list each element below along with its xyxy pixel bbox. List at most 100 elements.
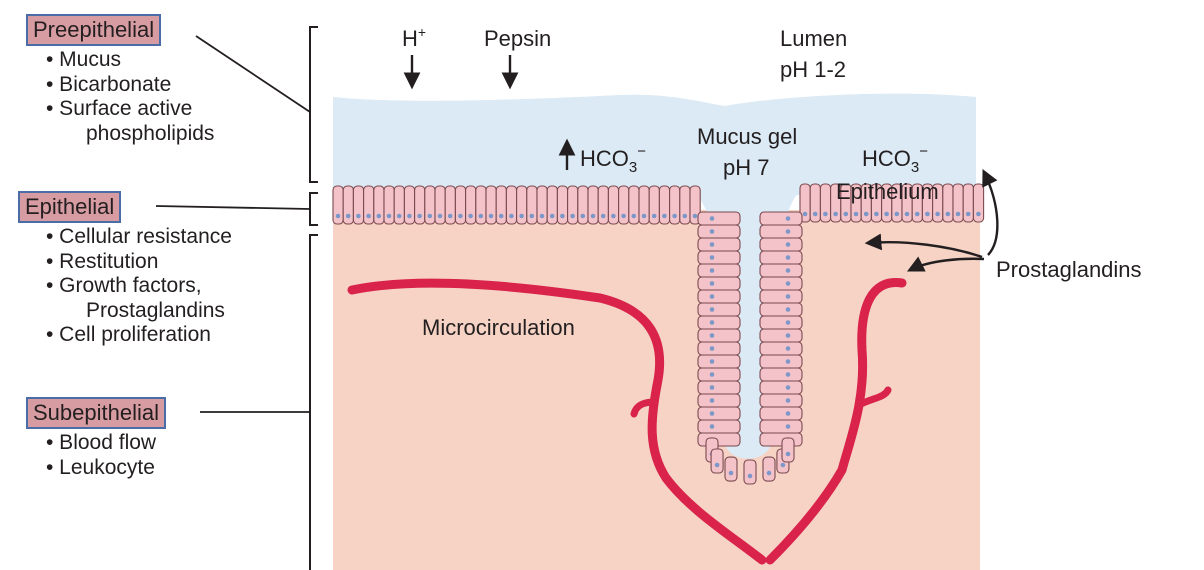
epithelial-cell (810, 184, 820, 222)
epithelial-cell (649, 186, 659, 224)
cell-nucleus (976, 212, 981, 217)
epithelial-cell (670, 186, 680, 224)
cell-nucleus (786, 320, 791, 325)
epithelial-cell (698, 264, 740, 277)
epithelial-cell (760, 277, 802, 290)
epithelial-cell (486, 186, 496, 224)
subepithelial-item-blood-flow: • Blood flow (46, 431, 156, 456)
epithelial-cell (760, 329, 802, 342)
epithelial-cell (698, 329, 740, 342)
cell-nucleus (786, 294, 791, 299)
pepsin-label: Pepsin (484, 26, 551, 51)
epithelial-cell (425, 186, 435, 224)
cell-nucleus (786, 333, 791, 338)
cell-nucleus (864, 212, 869, 217)
subepithelial-label: Subepithelial (26, 397, 166, 429)
epithelial-cell (415, 186, 425, 224)
subepithelial-item-leukocyte: • Leukocyte (46, 456, 156, 481)
epithelial-cell (760, 212, 802, 225)
subepithelial-list: • Blood flow • Leukocyte (46, 431, 156, 480)
epithelial-cell (588, 186, 598, 224)
cell-nucleus (428, 214, 433, 219)
microcirculation-label: Microcirculation (422, 315, 575, 340)
cell-nucleus (710, 320, 715, 325)
cell-nucleus (710, 359, 715, 364)
cell-nucleus (813, 212, 818, 217)
cell-nucleus (710, 385, 715, 390)
cell-nucleus (786, 216, 791, 221)
epithelial-cell (760, 394, 802, 407)
epithelial-cell (760, 420, 802, 433)
epithelial-cell (557, 186, 567, 224)
cell-nucleus (570, 214, 575, 219)
epithelial-cell (760, 433, 802, 446)
epithelial-cell (608, 186, 618, 224)
cell-nucleus (672, 214, 677, 219)
epithelial-cell (629, 186, 639, 224)
cell-nucleus (786, 281, 791, 286)
epithelial-cell (820, 184, 830, 222)
cell-nucleus (693, 214, 698, 219)
epithelial-cell (547, 186, 557, 224)
cell-nucleus (786, 372, 791, 377)
cell-nucleus (448, 214, 453, 219)
epithelial-cell (384, 186, 394, 224)
cell-nucleus (946, 212, 951, 217)
epithelial-cell (943, 184, 953, 222)
cell-nucleus (519, 214, 524, 219)
epithelial-cell (760, 251, 802, 264)
h-plus-label: H+ (402, 24, 426, 51)
epithelial-cell (763, 457, 775, 481)
epithelial-cell (404, 186, 414, 224)
cell-nucleus (786, 398, 791, 403)
cell-nucleus (710, 424, 715, 429)
preepithelial-item-bicarbonate: • Bicarbonate (46, 73, 214, 98)
cell-nucleus (715, 463, 720, 468)
epithelial-cell (445, 186, 455, 224)
epithelium-label: Epithelium (836, 179, 939, 204)
cell-nucleus (611, 214, 616, 219)
cell-nucleus (468, 214, 473, 219)
cell-nucleus (884, 212, 889, 217)
epithelial-cell (537, 186, 547, 224)
epithelial-cell (364, 186, 374, 224)
epithelial-cell (698, 225, 740, 238)
epithelial-cell (506, 186, 516, 224)
cell-nucleus (786, 229, 791, 234)
epithelial-cell (698, 251, 740, 264)
cell-nucleus (377, 214, 382, 219)
cell-nucleus (489, 214, 494, 219)
epithelial-cell (639, 186, 649, 224)
epithelial-cell (953, 184, 963, 222)
epithelial-cell (698, 290, 740, 303)
epithelial-cell (568, 186, 578, 224)
cell-nucleus (710, 398, 715, 403)
layer-brackets (310, 27, 318, 570)
epithelial-cell (711, 449, 723, 473)
cell-nucleus (581, 214, 586, 219)
epithelial-cell (698, 394, 740, 407)
epithelial-cell (698, 342, 740, 355)
epithelial-cell (659, 186, 669, 224)
cell-nucleus (786, 346, 791, 351)
cell-nucleus (710, 333, 715, 338)
epithelial-cell (455, 186, 465, 224)
cell-nucleus (346, 214, 351, 219)
prostaglandin-arrow-epithelium (984, 172, 997, 255)
epithelial-cell (698, 368, 740, 381)
epithelial-cell (698, 355, 740, 368)
cell-nucleus (499, 214, 504, 219)
epithelial-item-cellular-resistance: • Cellular resistance (46, 225, 232, 250)
cell-nucleus (710, 307, 715, 312)
cell-nucleus (479, 214, 484, 219)
preepithelial-label: Preepithelial (26, 14, 161, 46)
cell-nucleus (710, 346, 715, 351)
epithelial-cell (680, 186, 690, 224)
epithelial-cell (760, 407, 802, 420)
epithelial-cell (760, 316, 802, 329)
cell-nucleus (915, 212, 920, 217)
cell-nucleus (336, 214, 341, 219)
epithelial-cell (782, 438, 794, 462)
epithelial-cell (698, 381, 740, 394)
mucus-ph-label: pH 7 (723, 155, 769, 180)
